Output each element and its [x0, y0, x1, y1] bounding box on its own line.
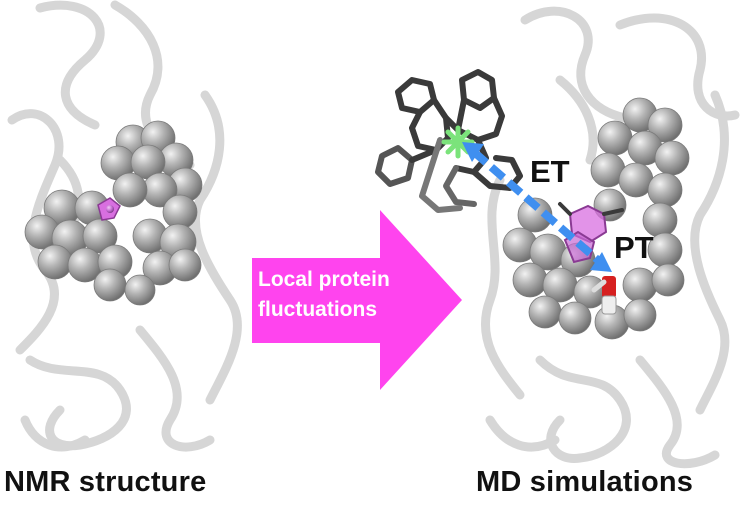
arrow-label-line1: Local protein	[258, 268, 390, 291]
et-pathway-arrow	[462, 142, 612, 272]
left-tyrosine	[97, 197, 121, 221]
fluctuation-arrow	[252, 210, 462, 390]
water-molecule	[591, 276, 617, 315]
right-protein-ribbon	[481, 6, 740, 469]
arrow-label-line2: fluctuations	[258, 298, 377, 321]
left-residue-cluster	[24, 120, 203, 306]
et-label: ET	[530, 154, 570, 189]
metal-center	[441, 125, 475, 159]
pt-label: PT	[614, 230, 654, 265]
metal-complex-ligands	[375, 69, 523, 213]
nmr-structure-caption: NMR structure	[4, 466, 207, 498]
arrow-label: Local protein fluctuations	[258, 265, 438, 325]
md-simulations-caption: MD simulations	[476, 466, 694, 498]
